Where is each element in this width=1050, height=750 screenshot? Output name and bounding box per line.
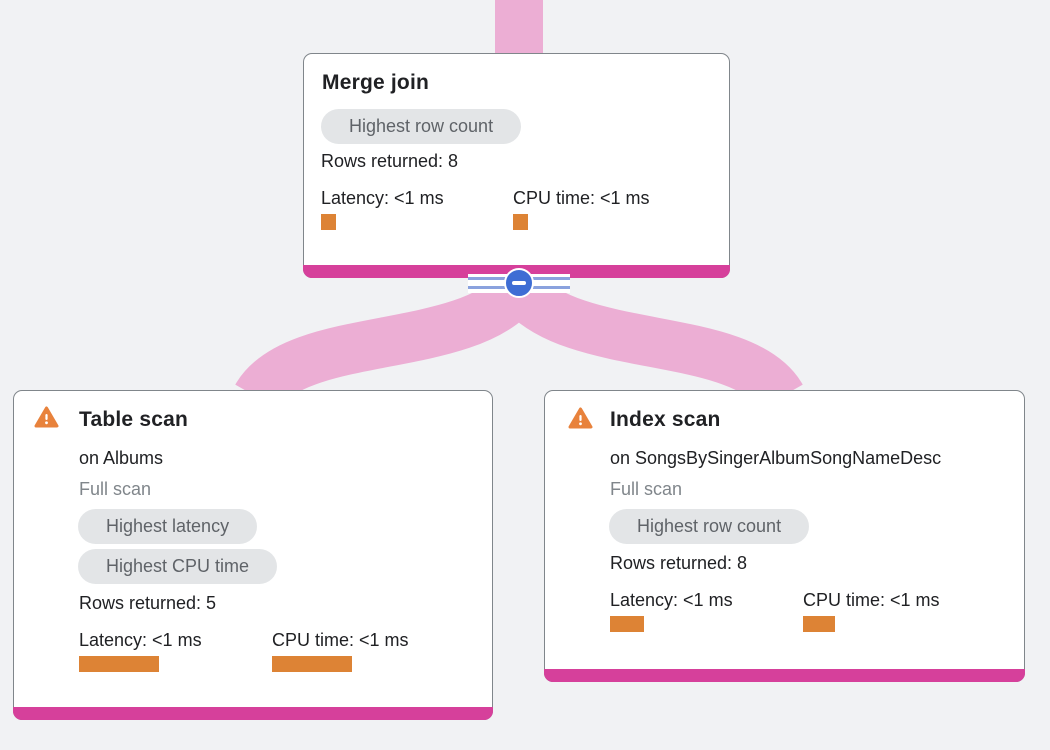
latency-label: Latency: <1 ms xyxy=(321,188,444,208)
latency-metric: Latency: <1 ms xyxy=(79,629,202,672)
cpu-time-bar xyxy=(513,214,528,230)
warning-icon xyxy=(568,407,593,429)
latency-label: Latency: <1 ms xyxy=(610,590,733,610)
scan-type-label: Full scan xyxy=(79,479,152,499)
rows-returned: Rows returned: 8 xyxy=(321,151,459,171)
cpu-time-bar xyxy=(272,656,352,672)
node-title: Merge join xyxy=(322,71,430,94)
node-title: Table scan xyxy=(79,408,188,431)
badge-highest-cpu-time: Highest CPU time xyxy=(78,549,278,584)
node-merge-join[interactable]: Merge join Highest row count Rows return… xyxy=(303,53,730,278)
minus-icon xyxy=(512,281,526,285)
node-accent-bar xyxy=(13,707,493,720)
cpu-time-label: CPU time: <1 ms xyxy=(272,630,409,650)
badge-highest-row-count: Highest row count xyxy=(609,509,810,544)
collapse-button[interactable] xyxy=(504,268,534,298)
latency-label: Latency: <1 ms xyxy=(79,630,202,650)
latency-bar xyxy=(610,616,644,632)
edge-to-index-scan xyxy=(501,272,803,412)
cpu-time-label: CPU time: <1 ms xyxy=(513,188,650,208)
cpu-time-bar xyxy=(803,616,835,632)
cpu-time-metric: CPU time: <1 ms xyxy=(803,589,940,632)
node-index-scan[interactable]: Index scan on SongsBySingerAlbumSongName… xyxy=(544,390,1025,682)
collapse-children-widget[interactable] xyxy=(468,268,570,298)
rows-returned: Rows returned: 5 xyxy=(79,593,217,613)
latency-metric: Latency: <1 ms xyxy=(610,589,733,632)
node-subtitle: on SongsBySingerAlbumSongNameDesc xyxy=(610,448,942,468)
cpu-time-label: CPU time: <1 ms xyxy=(803,590,940,610)
latency-bar xyxy=(79,656,159,672)
cpu-time-metric: CPU time: <1 ms xyxy=(272,629,409,672)
latency-bar xyxy=(321,214,336,230)
badge-highest-row-count: Highest row count xyxy=(321,109,522,144)
node-table-scan[interactable]: Table scan on Albums Full scan Highest l… xyxy=(13,390,493,720)
scan-type-label: Full scan xyxy=(610,479,683,499)
edge-parent-top xyxy=(495,0,543,62)
cpu-time-metric: CPU time: <1 ms xyxy=(513,187,650,230)
node-accent-bar xyxy=(544,669,1025,682)
latency-metric: Latency: <1 ms xyxy=(321,187,444,230)
badge-highest-latency: Highest latency xyxy=(78,509,258,544)
node-title: Index scan xyxy=(610,408,721,431)
rows-returned: Rows returned: 8 xyxy=(610,553,748,573)
warning-icon xyxy=(34,406,59,428)
node-subtitle: on Albums xyxy=(79,448,164,468)
edge-to-table-scan xyxy=(235,272,537,412)
